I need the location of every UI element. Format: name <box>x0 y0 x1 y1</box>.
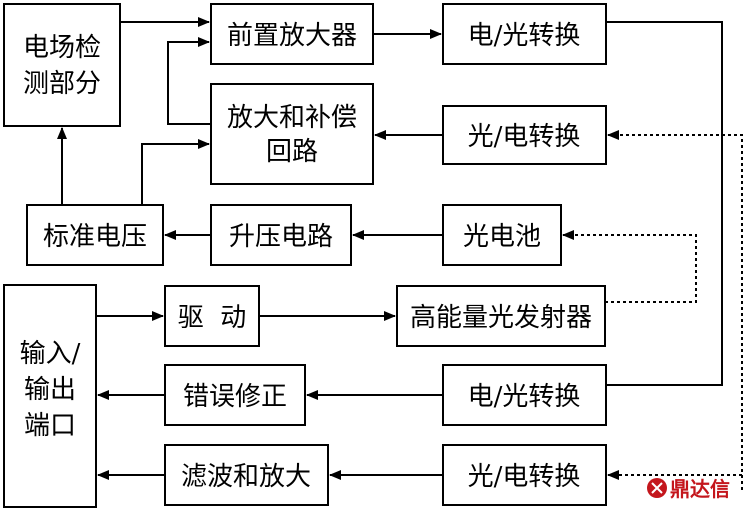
std-voltage-label: 标准电压 <box>43 222 147 252</box>
block-error-correct: 错误修正 <box>164 364 306 426</box>
photocell-label: 光电池 <box>463 222 541 252</box>
drive-label: 驱 动 <box>178 303 247 333</box>
block-field-detection: 电场检 测部分 <box>3 3 121 127</box>
dotted-laser-to-photocell <box>562 230 697 303</box>
watermark: 鼎达信 <box>647 477 730 501</box>
io-port-line-2: 输出 <box>24 375 76 405</box>
block-eo-low: 电/光转换 <box>442 364 607 426</box>
arrow-std-to-amp-comp <box>141 139 210 205</box>
filter-amp-label: 滤波和放大 <box>181 462 311 492</box>
block-photocell: 光电池 <box>442 204 562 266</box>
block-io-port: 输入/ 输出 端口 <box>3 284 97 508</box>
block-filter-amp: 滤波和放大 <box>164 444 329 506</box>
boost-label: 升压电路 <box>229 222 333 252</box>
preamp-label: 前置放大器 <box>227 21 357 51</box>
oe-bottom-label: 光/电转换 <box>468 462 581 492</box>
amp-comp-line-1: 放大和补偿 <box>227 103 357 133</box>
field-detection-line-1: 电场检 <box>23 33 101 63</box>
block-eo-top: 电/光转换 <box>442 3 607 65</box>
eo-low-label: 电/光转换 <box>468 382 581 412</box>
io-port-line-3: 端口 <box>24 411 76 441</box>
io-port-line-1: 输入/ <box>20 339 81 369</box>
line-eo-top-to-eo-low <box>606 21 723 386</box>
block-preamp: 前置放大器 <box>210 3 374 65</box>
block-laser: 高能量光发射器 <box>396 285 606 347</box>
watermark-text: 鼎达信 <box>670 477 730 501</box>
error-correct-label: 错误修正 <box>183 382 287 412</box>
block-amp-comp: 放大和补偿 回路 <box>210 83 374 185</box>
amp-comp-line-2: 回路 <box>266 137 318 167</box>
block-oe-bottom: 光/电转换 <box>442 444 607 506</box>
block-std-voltage: 标准电压 <box>26 204 164 266</box>
eo-top-label: 电/光转换 <box>468 21 581 51</box>
block-boost: 升压电路 <box>210 204 352 266</box>
dotted-to-oe-mid <box>607 130 743 490</box>
block-drive: 驱 动 <box>164 285 260 347</box>
block-oe-mid: 光/电转换 <box>442 105 607 165</box>
oe-mid-label: 光/电转换 <box>468 122 581 152</box>
arrow-amp-comp-to-preamp <box>167 37 211 125</box>
field-detection-line-2: 测部分 <box>23 69 101 99</box>
laser-label: 高能量光发射器 <box>410 303 592 333</box>
